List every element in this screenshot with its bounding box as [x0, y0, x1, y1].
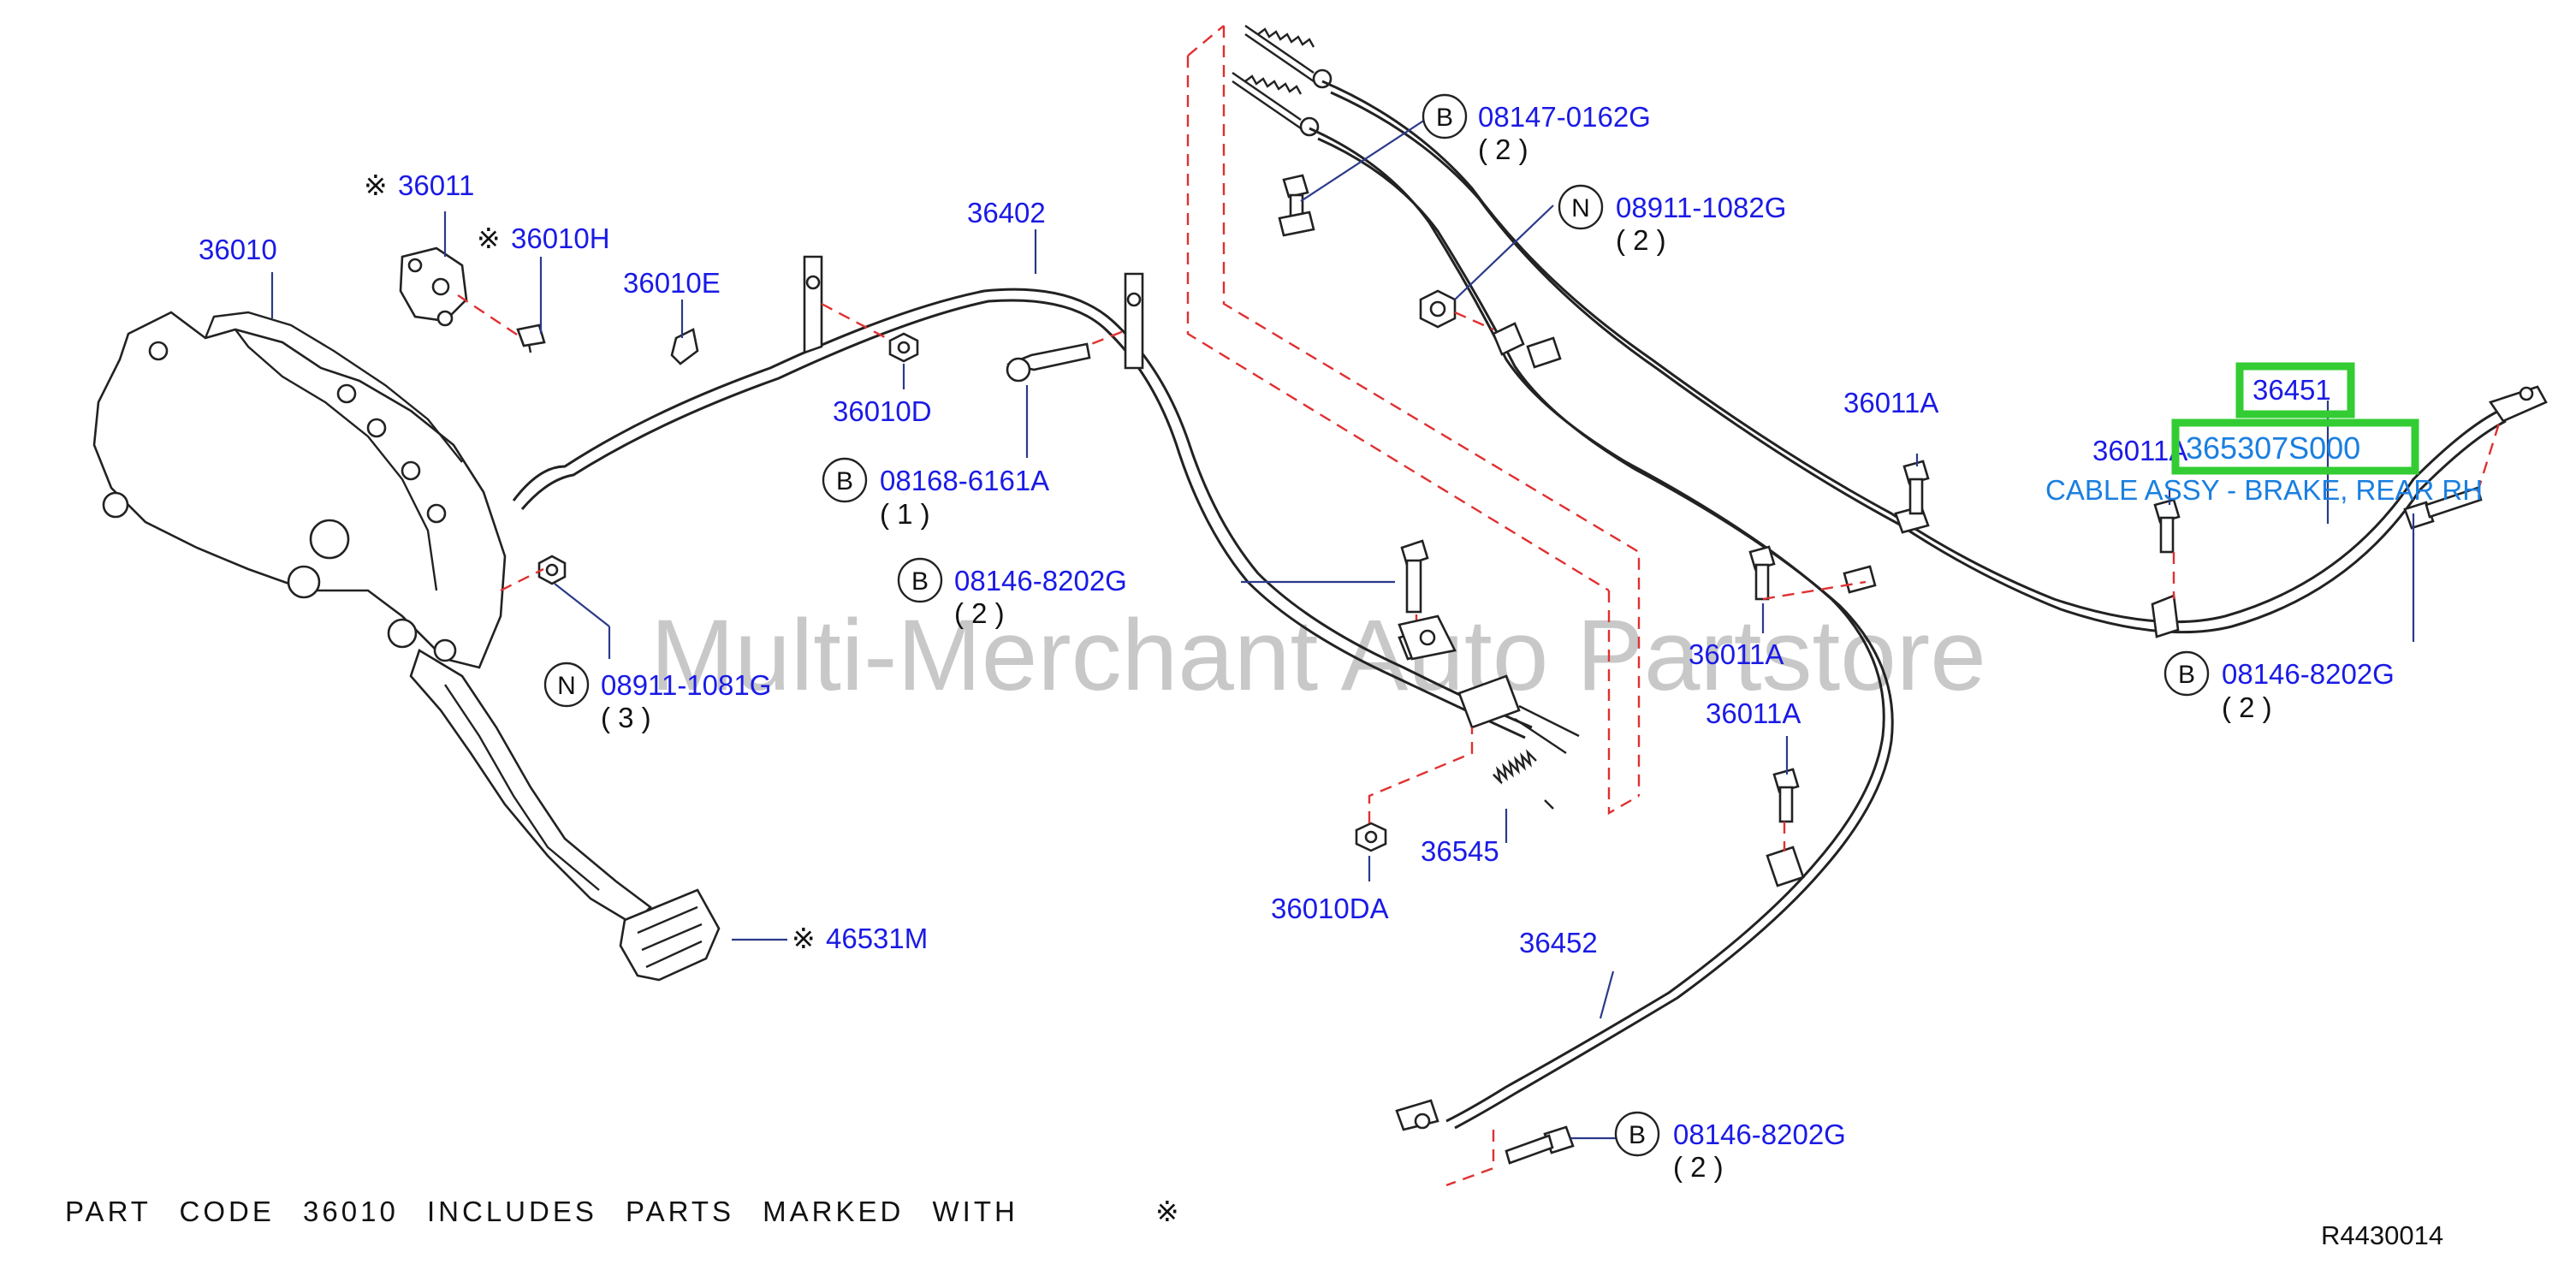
bolt-08146-8202g-right[interactable]	[2403, 486, 2483, 530]
qty-08146-8202g-bottom: ( 2 )	[1673, 1151, 1724, 1183]
bolt-08146-8202g-bottom[interactable]	[1505, 1125, 1575, 1165]
label-36010h[interactable]: 36010H	[511, 223, 610, 254]
qty-08147-0162g: ( 2 )	[1478, 134, 1528, 165]
label-08911-1081g[interactable]: 08911-1081G	[601, 669, 771, 701]
label-08146-8202g-right[interactable]: 08146-8202G	[2222, 658, 2395, 690]
bolt-36011a-1[interactable]	[1902, 460, 1930, 515]
nut-badge-letter: N	[1571, 194, 1590, 223]
rear-cable-lh-36452[interactable]	[1309, 127, 1894, 1131]
nut-08911-1082g[interactable]	[1419, 289, 1457, 329]
front-cable-36402[interactable]	[512, 255, 1580, 754]
qty-08168-6161a: ( 1 )	[880, 498, 930, 530]
label-08911-1082g[interactable]: 08911-1082G	[1616, 192, 1786, 223]
bolt-badge-icon	[1614, 1111, 1660, 1157]
highlight-box-part-number	[2171, 418, 2419, 475]
bolt-36011a-3[interactable]	[1748, 545, 1776, 601]
label-36011[interactable]: 36011	[398, 169, 474, 201]
bolt-badge-letter: B	[836, 467, 853, 496]
bolt-36011a-2[interactable]	[2153, 498, 2181, 554]
spring-36545[interactable]	[1493, 749, 1554, 810]
highlight-part-number[interactable]: 365307S000	[2186, 430, 2360, 466]
nut-36010d[interactable]	[888, 332, 919, 363]
label-36010d[interactable]: 36010D	[833, 395, 932, 427]
highlighted-part-36451[interactable]: 36451	[2235, 362, 2355, 418]
label-08146-8202g-bottom[interactable]: 08146-8202G	[1673, 1119, 1846, 1150]
watermark: Multi-Merchant Auto Partstore	[650, 599, 1986, 712]
bolt-badge-icon	[897, 557, 943, 603]
nut-badge-icon	[543, 662, 590, 708]
highlight-box-36451	[2235, 362, 2355, 418]
label-08146-8202g-center[interactable]: 08146-8202G	[954, 565, 1127, 596]
switch-36011[interactable]	[399, 246, 468, 327]
highlight-part-description: CABLE ASSY - BRAKE, REAR RH	[2045, 474, 2483, 506]
equalizer-bracket[interactable]	[1398, 614, 1457, 661]
mark-symbol-46531m: ※	[792, 923, 816, 954]
bolt-badge-icon	[1422, 93, 1468, 139]
nut-36010da[interactable]	[1355, 822, 1387, 852]
label-36011a-1[interactable]: 36011A	[1843, 387, 1938, 418]
cable-detail-dashed-box	[1186, 25, 1641, 816]
label-36010[interactable]: 36010	[199, 234, 277, 265]
nut-badge-letter: N	[557, 672, 576, 700]
footnote-text: PART CODE 36010 INCLUDES PARTS MARKED WI…	[65, 1196, 1018, 1227]
pedal-pad[interactable]	[619, 888, 721, 982]
label-36451[interactable]: 36451	[2253, 374, 2331, 406]
bolt-badge-icon	[2163, 650, 2210, 697]
label-36011a-3[interactable]: 36011A	[1689, 638, 1784, 670]
label-36011a-4[interactable]: 36011A	[1706, 697, 1801, 729]
bolt-badge-letter: B	[2178, 661, 2195, 689]
bolt-08147-0162g[interactable]	[1278, 174, 1315, 237]
footnote-symbol: ※	[1155, 1196, 1179, 1227]
bolt-08168-6161a[interactable]	[1006, 342, 1091, 383]
qty-08146-8202g-right: ( 2 )	[2222, 691, 2272, 723]
pedal-assembly[interactable]	[92, 311, 721, 982]
label-36010e[interactable]: 36010E	[623, 267, 721, 299]
label-36010da[interactable]: 36010DA	[1271, 893, 1389, 924]
bolt-badge-letter: B	[1629, 1121, 1646, 1149]
mark-symbol-36010h: ※	[477, 223, 501, 254]
mark-symbol-36011: ※	[364, 169, 388, 201]
label-36545[interactable]: 36545	[1421, 835, 1499, 867]
bolt-badge-icon	[822, 457, 868, 503]
nut-badge-icon	[1558, 184, 1604, 230]
diagram-reference: R4430014	[2321, 1220, 2443, 1250]
screw-36010h[interactable]	[516, 323, 546, 353]
highlighted-part-number[interactable]: 365307S000	[2171, 418, 2419, 475]
qty-08911-1081g: ( 3 )	[601, 702, 651, 733]
clip-36010e[interactable]	[670, 328, 699, 365]
qty-08911-1082g: ( 2 )	[1616, 224, 1666, 256]
qty-08146-8202g-center: ( 2 )	[954, 597, 1005, 629]
bolt-badge-letter: B	[911, 567, 929, 596]
label-08147-0162g[interactable]: 08147-0162G	[1478, 101, 1651, 133]
label-08168-6161a[interactable]: 08168-6161A	[880, 465, 1049, 496]
bolt-badge-letter: B	[1436, 104, 1453, 132]
nut-08911-1081g[interactable]	[537, 555, 567, 585]
bolt-36011a-4[interactable]	[1772, 768, 1800, 823]
label-36402[interactable]: 36402	[967, 197, 1046, 228]
rear-cable-ends[interactable]	[1232, 25, 1333, 137]
label-36452[interactable]: 36452	[1519, 927, 1598, 958]
label-46531m[interactable]: 46531M	[826, 923, 928, 954]
